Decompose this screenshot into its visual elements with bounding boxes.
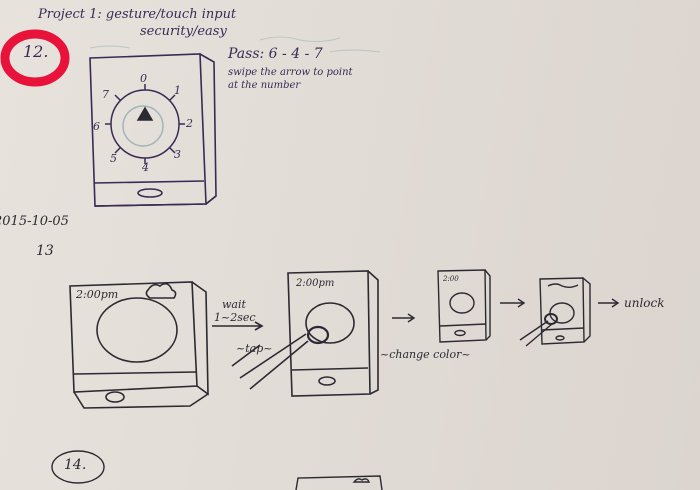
date-label: 2015-10-05 [0,214,69,229]
arrow-3 [500,298,526,308]
sketch14-circle [51,450,105,484]
dial-number-4: 4 [142,161,149,174]
sketch13-number: 13 [36,243,54,259]
dial-number-0: 0 [140,72,147,85]
frame2-time: 2:00pm [296,278,335,289]
arrow-2 [392,313,416,323]
frame3-time: 2:00 [443,275,459,283]
arrow-4 [598,298,620,308]
sketch14-partial-device [295,475,383,490]
sketch12-instruction-line1: swipe the arrow to point [228,67,353,78]
sketch13-frame2 [231,270,379,397]
sketch12-number: 12. [23,42,49,61]
dial-number-2: 2 [186,117,193,130]
sketch13-frame3 [437,269,491,343]
frame1-time: 2:00pm [76,288,119,301]
sketch13-frame4 [519,277,591,347]
wait-arrow [212,321,264,331]
sketch12-pass: Pass: 6 - 4 - 7 [228,46,323,62]
project-subtitle: security/easy [140,24,227,39]
wait-duration-label: 1~2sec [214,311,256,324]
tap-label: ~tap~ [236,342,273,355]
dial-number-5: 5 [110,152,117,165]
sketch12-device [89,53,217,207]
dial-number-3: 3 [174,148,181,161]
unlock-label: unlock [624,296,665,310]
dial-number-6: 6 [93,120,100,133]
red-highlight-circle [0,29,70,87]
change-color-label: ~change color~ [380,348,471,361]
project-title: Project 1: gesture/touch input [38,7,237,22]
sketch13-frame1 [69,281,209,409]
sketch12-dial [105,84,185,164]
sketch14-number: 14. [64,457,87,473]
sketch12-instruction-line2: at the number [228,80,301,91]
dial-number-7: 7 [102,88,109,101]
dial-number-1: 1 [174,84,181,97]
wait-label: wait [222,298,246,311]
faint-erased-marks [89,36,381,53]
